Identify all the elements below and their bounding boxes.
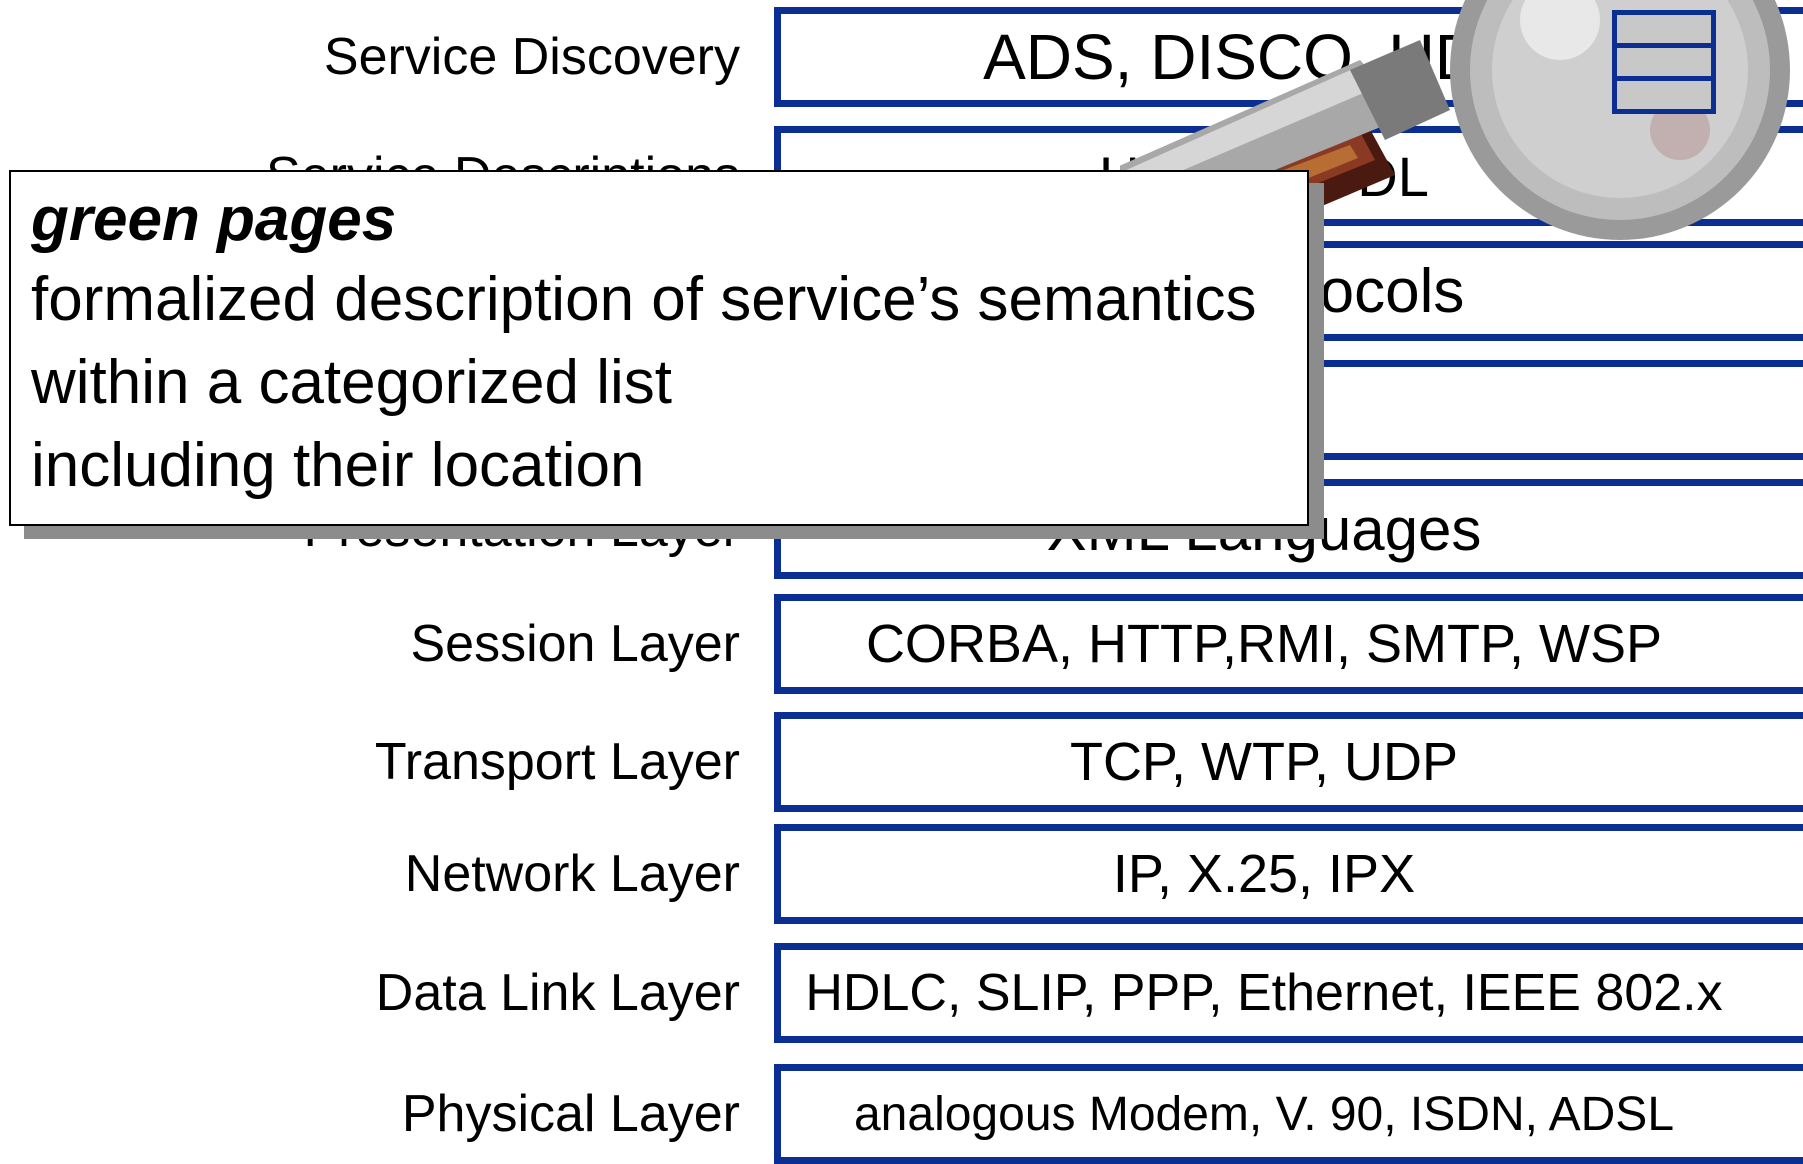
layer-protocols-box: HDLC, SLIP, PPP, Ethernet, IEEE 802.x (774, 943, 1803, 1043)
layer-label: Network Layer (404, 845, 740, 903)
list-icon-line (1617, 76, 1711, 81)
layer-label: Service Discovery (323, 28, 740, 86)
layer-row-data-link: Data Link Layer HDLC, SLIP, PPP, Etherne… (0, 943, 1803, 1043)
popup-line: formalized description of service’s sema… (31, 265, 1257, 334)
layer-row-network: Network Layer IP, X.25, IPX (0, 824, 1803, 924)
layer-label: Data Link Layer (375, 964, 740, 1022)
popup-line: including their location (31, 431, 645, 500)
list-icon-line (1617, 43, 1711, 48)
layer-row-transport: Transport Layer TCP, WTP, UDP (0, 712, 1803, 812)
layer-label: Physical Layer (401, 1085, 740, 1143)
layer-label: Transport Layer (374, 733, 740, 791)
layer-row-session: Session Layer CORBA, HTTP,RMI, SMTP, WSP (0, 594, 1803, 694)
popup-line: within a categorized list (31, 348, 672, 417)
green-pages-popup: green pages formalized description of se… (9, 170, 1309, 526)
layer-protocols-box: IP, X.25, IPX (774, 824, 1803, 924)
layer-protocols-box: CORBA, HTTP,RMI, SMTP, WSP (774, 594, 1803, 694)
layer-label: Session Layer (410, 615, 740, 673)
list-icon (1612, 10, 1716, 114)
layer-protocols-box: TCP, WTP, UDP (774, 712, 1803, 812)
layer-row-physical: Physical Layer analogous Modem, V. 90, I… (0, 1064, 1803, 1164)
layer-protocols-box: analogous Modem, V. 90, ISDN, ADSL (774, 1064, 1803, 1164)
popup-title: green pages (31, 185, 397, 254)
